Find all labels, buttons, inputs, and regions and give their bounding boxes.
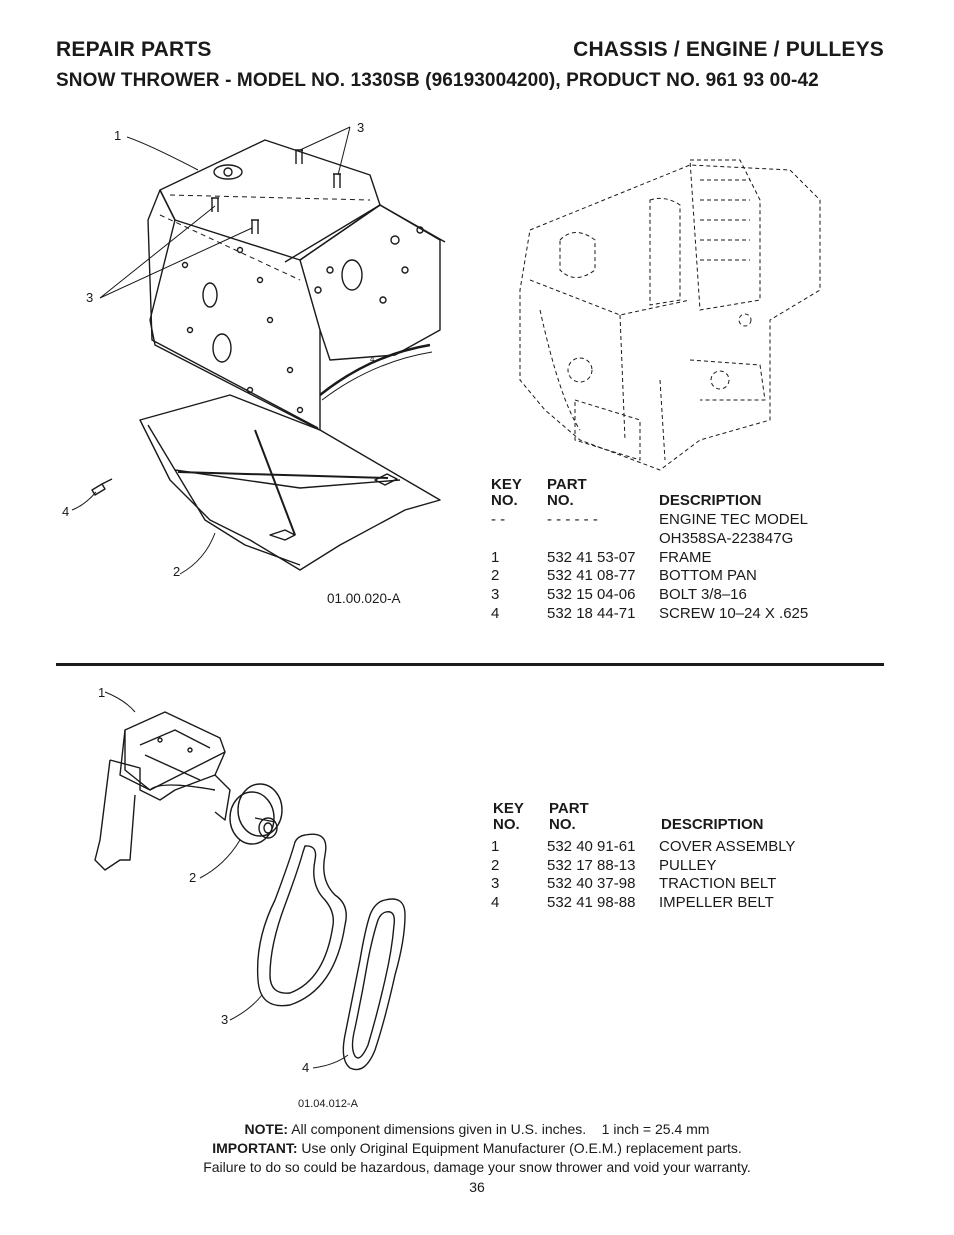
pulley-callout-2: 2 <box>189 870 197 885</box>
impeller-belt-callout-4: 4 <box>302 1060 310 1075</box>
s1-row5-part: 532 18 44-71 <box>547 605 636 622</box>
cover-callout-1: 1 <box>98 685 106 700</box>
s1-row3-part: 532 41 08-77 <box>547 567 636 584</box>
s1-row0-key: - - <box>491 511 506 528</box>
s2-row1-key: 2 <box>491 857 500 874</box>
s2-col-key-top: KEY <box>493 800 524 817</box>
note-label: NOTE: <box>244 1121 289 1137</box>
s1-col-key-bottom: NO. <box>491 492 518 509</box>
drawing-code-2: 01.04.012-A <box>298 1098 358 1110</box>
s2-row0-key: 1 <box>491 838 500 855</box>
s1-col-key-top: KEY <box>491 476 522 493</box>
s1-row4-part: 532 15 04-06 <box>547 586 636 603</box>
callout-3-left: 3 <box>86 290 94 305</box>
s1-row3-key: 2 <box>491 567 500 584</box>
callout-4: 4 <box>62 504 70 519</box>
traction-belt-callout-3: 3 <box>221 1012 229 1027</box>
note-text: All component dimensions given in U.S. i… <box>288 1121 710 1137</box>
callout-1: 1 <box>114 128 122 143</box>
s1-row0-part: - - - - - - <box>547 511 598 528</box>
header-left-title: REPAIR PARTS <box>56 38 212 61</box>
s2-row1-desc: PULLEY <box>659 857 717 874</box>
s1-col-description: DESCRIPTION <box>659 492 762 509</box>
footer-warning-line: Failure to do so could be hazardous, dam… <box>203 1159 751 1175</box>
s1-row0-desc: ENGINE TEC MODEL <box>659 511 808 528</box>
drawing-code-1: 01.00.020-A <box>327 591 401 606</box>
page-number: 36 <box>469 1179 485 1195</box>
s2-row0-desc: COVER ASSEMBLY <box>659 838 796 855</box>
s2-row3-part: 532 41 98-88 <box>547 894 636 911</box>
s2-row3-key: 4 <box>491 894 500 911</box>
s1-row4-key: 3 <box>491 586 500 603</box>
important-text: Use only Original Equipment Manufacturer… <box>297 1140 742 1156</box>
s2-col-key-bottom: NO. <box>493 816 520 833</box>
section-divider <box>56 663 884 666</box>
s2-col-part-bottom: NO. <box>549 816 576 833</box>
model-subtitle: SNOW THROWER - MODEL NO. 1330SB (9619300… <box>56 70 819 91</box>
s2-col-part-top: PART <box>549 800 589 817</box>
s2-row2-desc: TRACTION BELT <box>659 875 777 892</box>
s1-row1-desc: OH358SA-223847G <box>659 530 794 547</box>
s1-col-part-top: PART <box>547 476 587 493</box>
s2-row2-key: 3 <box>491 875 500 892</box>
s1-row5-desc: SCREW 10–24 X .625 <box>659 605 809 622</box>
s1-row2-part: 532 41 53-07 <box>547 549 636 566</box>
s2-row0-part: 532 40 91-61 <box>547 838 636 855</box>
s1-row3-desc: BOTTOM PAN <box>659 567 757 584</box>
s2-col-description: DESCRIPTION <box>661 816 764 833</box>
callout-3-top: 3 <box>357 120 365 135</box>
s1-row2-key: 1 <box>491 549 500 566</box>
s1-row2-desc: FRAME <box>659 549 712 566</box>
footer-important-line: IMPORTANT: Use only Original Equipment M… <box>0 1139 954 1158</box>
s1-row4-desc: BOLT 3/8–16 <box>659 586 747 603</box>
important-label: IMPORTANT: <box>212 1140 298 1156</box>
s2-row3-desc: IMPELLER BELT <box>659 894 774 911</box>
callout-4-small: 4 <box>370 355 375 364</box>
callout-2: 2 <box>173 564 181 579</box>
s2-row1-part: 532 17 88-13 <box>547 857 636 874</box>
s1-row5-key: 4 <box>491 605 500 622</box>
s1-col-part-bottom: NO. <box>547 492 574 509</box>
s2-row2-part: 532 40 37-98 <box>547 875 636 892</box>
footer-note-line: NOTE: All component dimensions given in … <box>0 1120 954 1139</box>
header-right-title: CHASSIS / ENGINE / PULLEYS <box>573 38 884 61</box>
